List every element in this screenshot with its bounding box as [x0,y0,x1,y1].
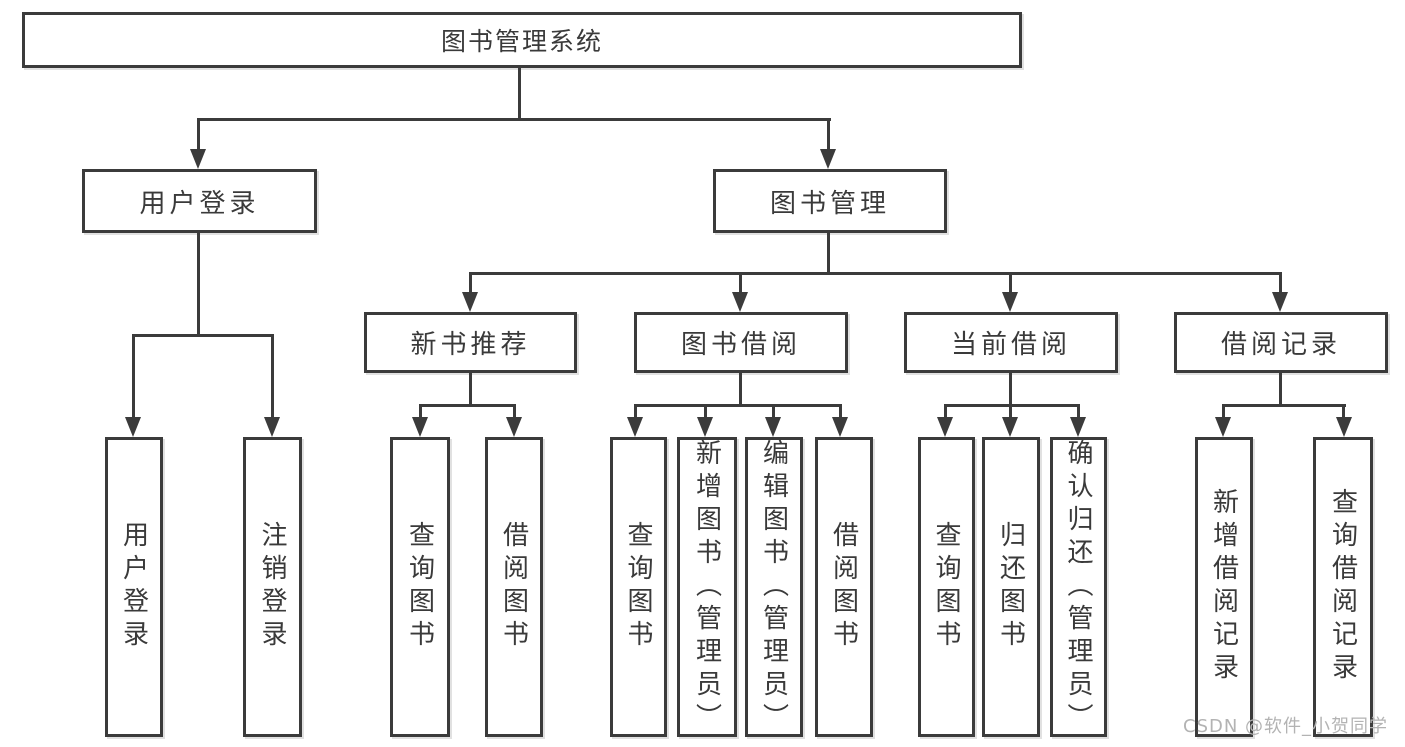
node-label: 借阅图书 [828,521,859,653]
node-label: 确认归还（管理员） [1063,438,1093,736]
node-leaf-query-borrow-record: 查询借阅记录 [1313,437,1373,737]
connector-line [1222,404,1346,407]
node-leaf-edit-book-admin: 编辑图书（管理员） [745,437,803,737]
connector-line [704,404,707,419]
node-label: 注销登录 [257,521,287,653]
node-leaf-logout: 注销登录 [243,437,302,737]
connector-line [634,404,637,419]
node-label: 查询图书 [404,521,435,653]
node-label: 查询图书 [931,521,961,653]
arrow-down-icon [820,149,836,169]
arrow-down-icon [125,417,141,437]
connector-line [944,404,1080,407]
connector-line [739,373,742,407]
node-label: 编辑图书（管理员） [758,438,789,736]
arrow-down-icon [462,292,478,312]
arrow-down-icon [937,417,953,437]
node-label: 归还图书 [995,521,1026,653]
node-book-borrowing: 图书借阅 [634,312,848,373]
arrow-down-icon [1002,292,1018,312]
connector-line [469,272,472,296]
connector-line [1279,272,1282,296]
connector-line [419,404,422,419]
node-label: 查询借阅记录 [1327,488,1358,686]
connector-line [518,68,521,121]
node-leaf-borrow-books-2: 借阅图书 [815,437,873,737]
connector-line [197,118,200,152]
arrow-down-icon [412,417,428,437]
node-label: 图书借阅 [680,330,801,360]
node-new-book-recommend: 新书推荐 [364,312,577,373]
connector-line [1222,404,1225,419]
node-leaf-add-book-admin: 新增图书（管理员） [677,437,737,737]
node-leaf-return-book: 归还图书 [982,437,1040,737]
node-label: 新书推荐 [410,330,531,360]
connector-line [1279,373,1282,407]
connector-line [1077,404,1080,419]
watermark: CSDN @软件_小贺同学 [1183,716,1389,737]
node-label: 查询图书 [623,521,653,653]
connector-line [772,404,775,419]
connector-line [469,373,472,407]
node-label: 用户登录 [139,188,260,219]
arrow-down-icon [1002,417,1018,437]
node-label: 新增图书（管理员） [691,438,722,736]
node-book-management: 图书管理 [713,169,947,233]
connector-line [197,233,200,336]
node-label: 借阅记录 [1220,330,1341,360]
connector-line [469,272,1281,275]
connector-line [419,404,516,407]
node-leaf-add-borrow-record: 新增借阅记录 [1195,437,1253,737]
connector-line [839,404,842,419]
node-label: 当前借阅 [950,330,1071,360]
node-current-borrowing: 当前借阅 [904,312,1118,373]
arrow-down-icon [765,417,781,437]
arrow-down-icon [627,417,643,437]
node-label: 新增借阅记录 [1208,488,1239,686]
connector-line [944,404,947,419]
arrow-down-icon [190,149,206,169]
connector-line [1009,272,1012,296]
arrow-down-icon [1070,417,1086,437]
node-label: 图书管理 [769,188,890,219]
connector-line [1009,404,1012,419]
arrow-down-icon [264,417,280,437]
node-library-system: 图书管理系统 [22,12,1022,68]
node-leaf-query-books-2: 查询图书 [610,437,667,737]
node-label: 用户登录 [118,521,149,653]
arrow-down-icon [506,417,522,437]
connector-line [513,404,516,419]
arrow-down-icon [1336,417,1352,437]
arrow-down-icon [697,417,713,437]
node-borrowing-records: 借阅记录 [1174,312,1388,373]
connector-line [739,272,742,296]
node-leaf-query-books-3: 查询图书 [918,437,975,737]
connector-line [132,334,274,337]
connector-line [1342,404,1345,419]
connector-line [1009,373,1012,407]
connector-line [634,404,842,407]
arrow-down-icon [1272,292,1288,312]
node-leaf-query-books-1: 查询图书 [390,437,450,737]
arrow-down-icon [732,292,748,312]
connector-line [827,118,830,152]
connector-line [827,233,830,274]
connector-line [271,334,274,420]
node-leaf-borrow-books-1: 借阅图书 [485,437,543,737]
node-label: 图书管理系统 [440,27,603,56]
arrow-down-icon [1215,417,1231,437]
connector-line [132,334,135,420]
connector-line [197,118,831,121]
node-leaf-confirm-return-admin: 确认归还（管理员） [1050,437,1107,737]
node-user-login-group: 用户登录 [82,169,317,233]
node-label: 借阅图书 [498,521,529,653]
arrow-down-icon [832,417,848,437]
node-leaf-user-login: 用户登录 [105,437,163,737]
